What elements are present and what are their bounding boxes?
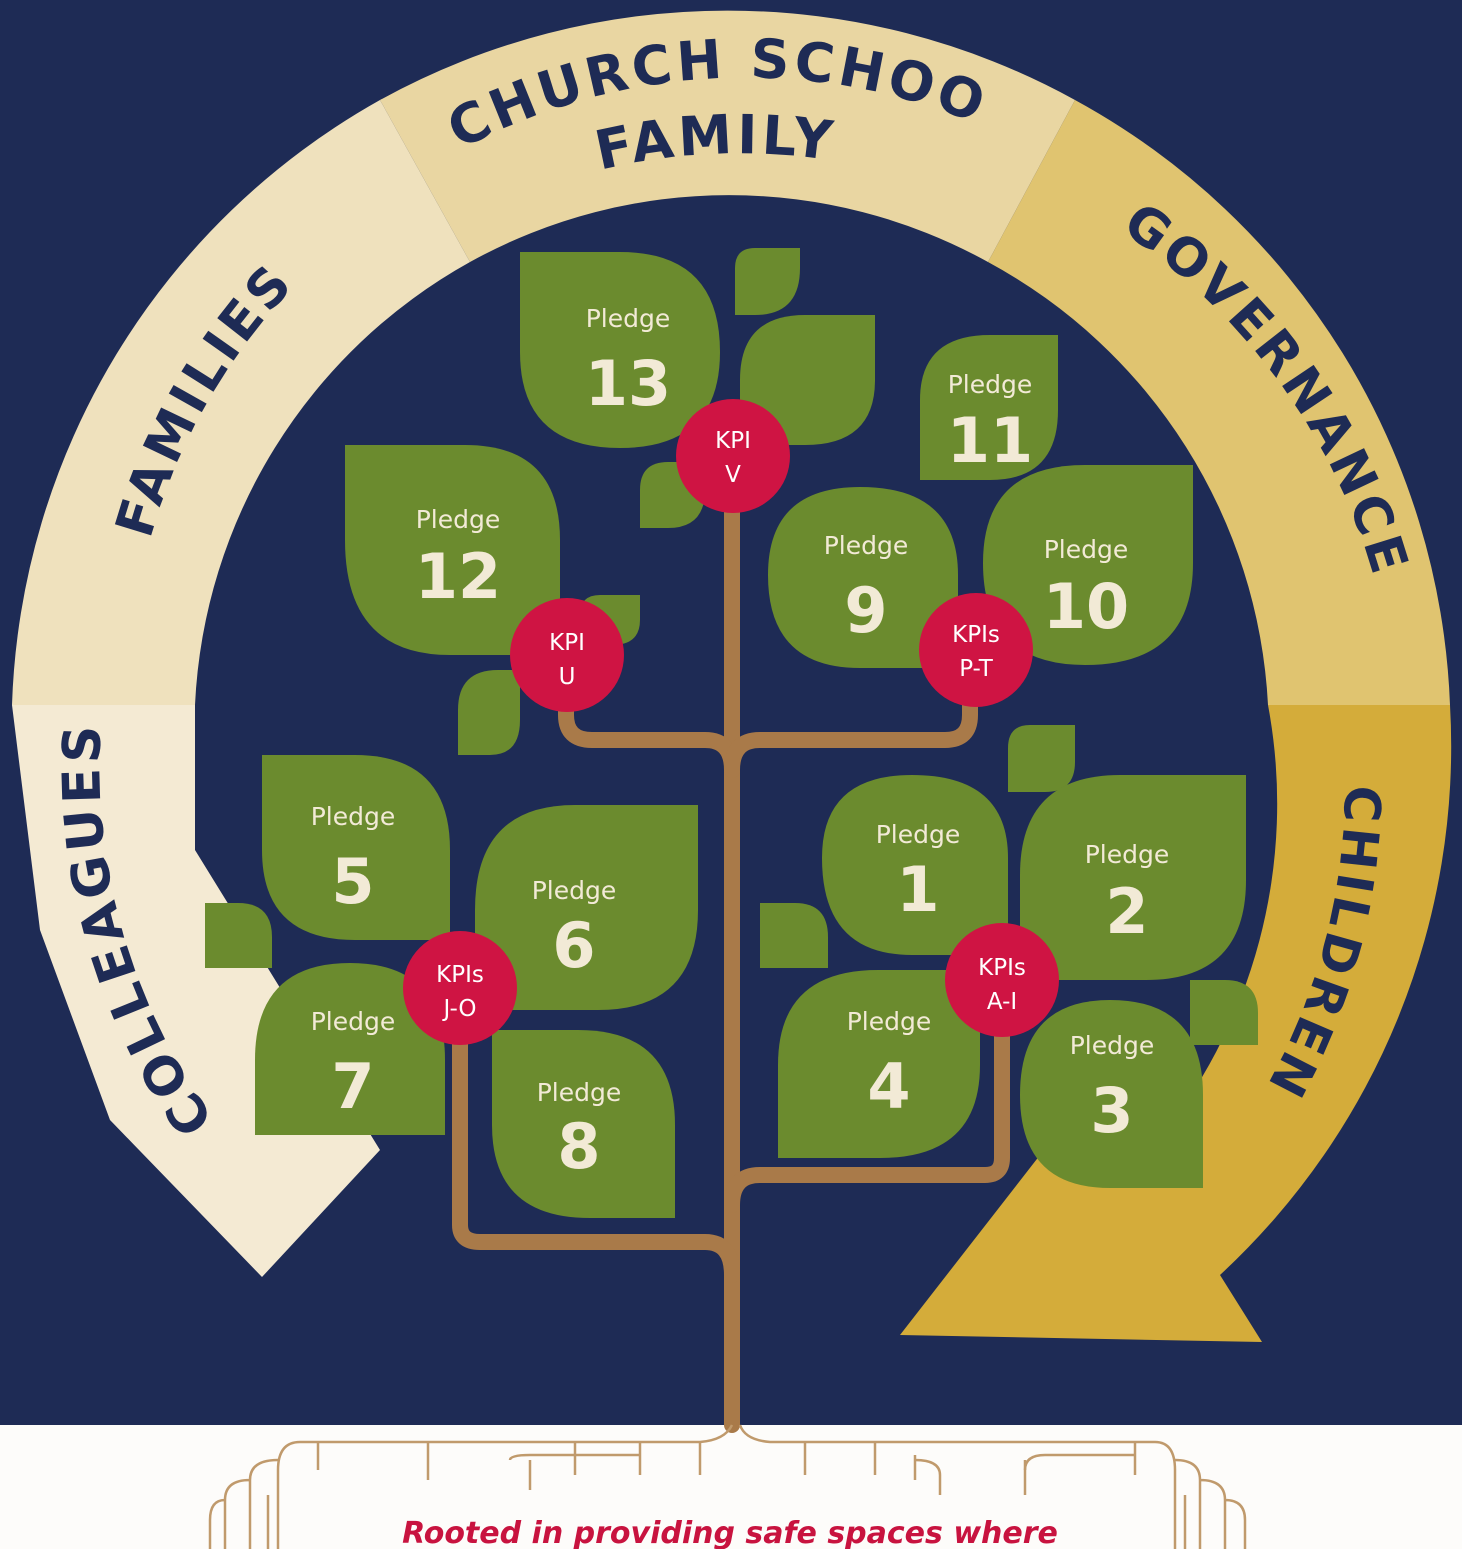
arc-segment-church-school-family [380,10,1075,263]
pledge-9-word: Pledge [824,531,909,560]
pledge-1-number: 1 [896,853,939,926]
kpi-u-line2: U [559,664,576,690]
pledge-6-word: Pledge [532,876,617,905]
kpi-u-line1: KPI [549,630,585,656]
kpi-circle-p-t [919,593,1033,707]
branch-kpi-p-t [724,672,978,778]
pledge-11-number: 11 [947,404,1033,477]
pledge-leaf-5 [262,755,450,940]
pledge-8-word: Pledge [537,1078,622,1107]
branch-kpi-a-i [724,1027,1010,1213]
kpi-p-t-line2: P-T [959,656,994,682]
pledge-5-word: Pledge [311,802,396,831]
pledge-leaf-3 [1020,1000,1203,1188]
pledge-7-number: 7 [331,1050,374,1123]
kpi-circle-a-i [945,923,1059,1037]
small-leaf [735,248,800,315]
pledge-2-word: Pledge [1085,840,1170,869]
branch-kpi-j-o [452,1012,740,1283]
kpi-p-t-line1: KPIs [952,622,1000,648]
small-leaf [1008,725,1075,792]
pledge-7-word: Pledge [311,1007,396,1036]
small-leaf [205,903,272,968]
pledge-leaf-8 [492,1030,675,1218]
pledge-4-number: 4 [867,1050,910,1123]
pledge-13-word: Pledge [586,304,671,333]
pledge-2-number: 2 [1105,875,1148,948]
pledge-12-number: 12 [415,540,501,613]
kpi-v-line2: V [725,462,741,488]
small-leaf [760,903,828,968]
pledge-leaf-12 [345,445,560,655]
pledge-3-number: 3 [1090,1074,1133,1147]
kpi-circle-v [676,399,790,513]
medium-leaf [740,315,875,445]
pledge-leaf-1 [822,775,1008,955]
pledge-3-word: Pledge [1070,1031,1155,1060]
pledge-leaf-13 [520,252,720,448]
pledge-9-number: 9 [844,574,887,647]
kpi-a-i-line1: KPIs [978,955,1026,981]
kpi-circle-u [510,598,624,712]
tree-roots [208,1424,1247,1549]
pledge-13-number: 13 [585,347,671,420]
pledge-labels: Pledge 13 Pledge 12 Pledge 11 Pledge 9 P… [311,304,1170,1183]
kpi-circle-j-o [403,931,517,1045]
pledge-leaf-2 [1020,775,1246,980]
pledge-leaf-9 [768,487,958,668]
pledge-5-number: 5 [331,845,374,918]
pledge-leaf-4 [778,970,980,1158]
tagline: Rooted in providing safe spaces where [402,1516,1058,1549]
arc-segment-governance [988,100,1450,705]
bottom-band [0,1425,1462,1549]
kpi-labels: KPI V KPI U KPIs P-T KPIs J-O KPIs A-I [436,428,1026,1022]
small-leaf [1190,980,1258,1045]
arc-ring [12,10,1452,1342]
pledge-leaf-7 [255,963,445,1135]
pledge-leaf-6 [475,805,698,1010]
pledge-11-word: Pledge [948,370,1033,399]
tree-branches [452,462,1010,1433]
arc-segment-children [900,705,1452,1342]
pledge-12-word: Pledge [416,505,501,534]
kpi-j-o-line1: KPIs [436,962,484,988]
pledge-10-number: 10 [1043,570,1129,643]
arc-segment-families [12,100,470,705]
pledge-leaf-10 [983,465,1193,665]
pledge-1-word: Pledge [876,820,961,849]
pledge-leaf-11 [920,335,1058,480]
pledge-4-word: Pledge [847,1007,932,1036]
pledge-8-number: 8 [557,1110,600,1183]
kpi-circles [403,399,1059,1045]
pledge-leaves [255,252,1246,1218]
kpi-a-i-line2: A-I [987,989,1017,1015]
kpi-j-o-line2: J-O [441,996,476,1022]
small-leaf [458,670,520,755]
kpi-v-line1: KPI [715,428,751,454]
pledge-10-word: Pledge [1044,535,1129,564]
pledge-6-number: 6 [552,909,595,982]
